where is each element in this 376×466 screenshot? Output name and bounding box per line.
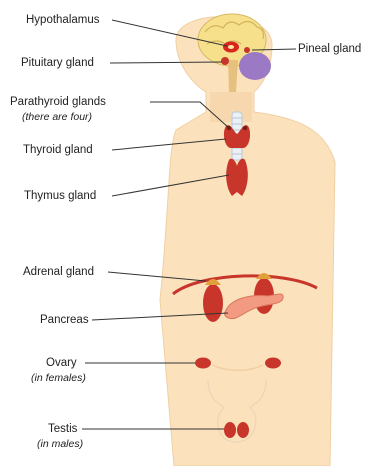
neck [210,92,252,122]
label-pancreas: Pancreas [40,314,89,327]
testis-right [237,422,249,438]
ovary-right [265,358,281,369]
kidney-left [203,284,223,322]
pituitary-gland [221,57,229,65]
label-parathyroid-glands: Parathyroid glands [10,96,106,109]
label-ovary: Ovary [46,357,77,370]
label-adrenal-gland: Adrenal gland [23,266,94,279]
label-pineal-gland: Pineal gland [298,43,361,56]
label-pituitary-gland: Pituitary gland [21,57,94,70]
label-hypothalamus: Hypothalamus [26,14,100,27]
label-thyroid-gland: Thyroid gland [23,144,93,157]
label-testis-note: (in males) [37,438,83,450]
cerebellum [239,52,271,80]
label-parathyroid-note: (there are four) [22,111,92,123]
pineal-gland [244,47,250,53]
label-testis: Testis [48,423,77,436]
testis-left [224,422,236,438]
ovary-left [195,358,211,369]
label-thymus-gland: Thymus gland [24,190,96,203]
label-ovary-note: (in females) [31,372,86,384]
